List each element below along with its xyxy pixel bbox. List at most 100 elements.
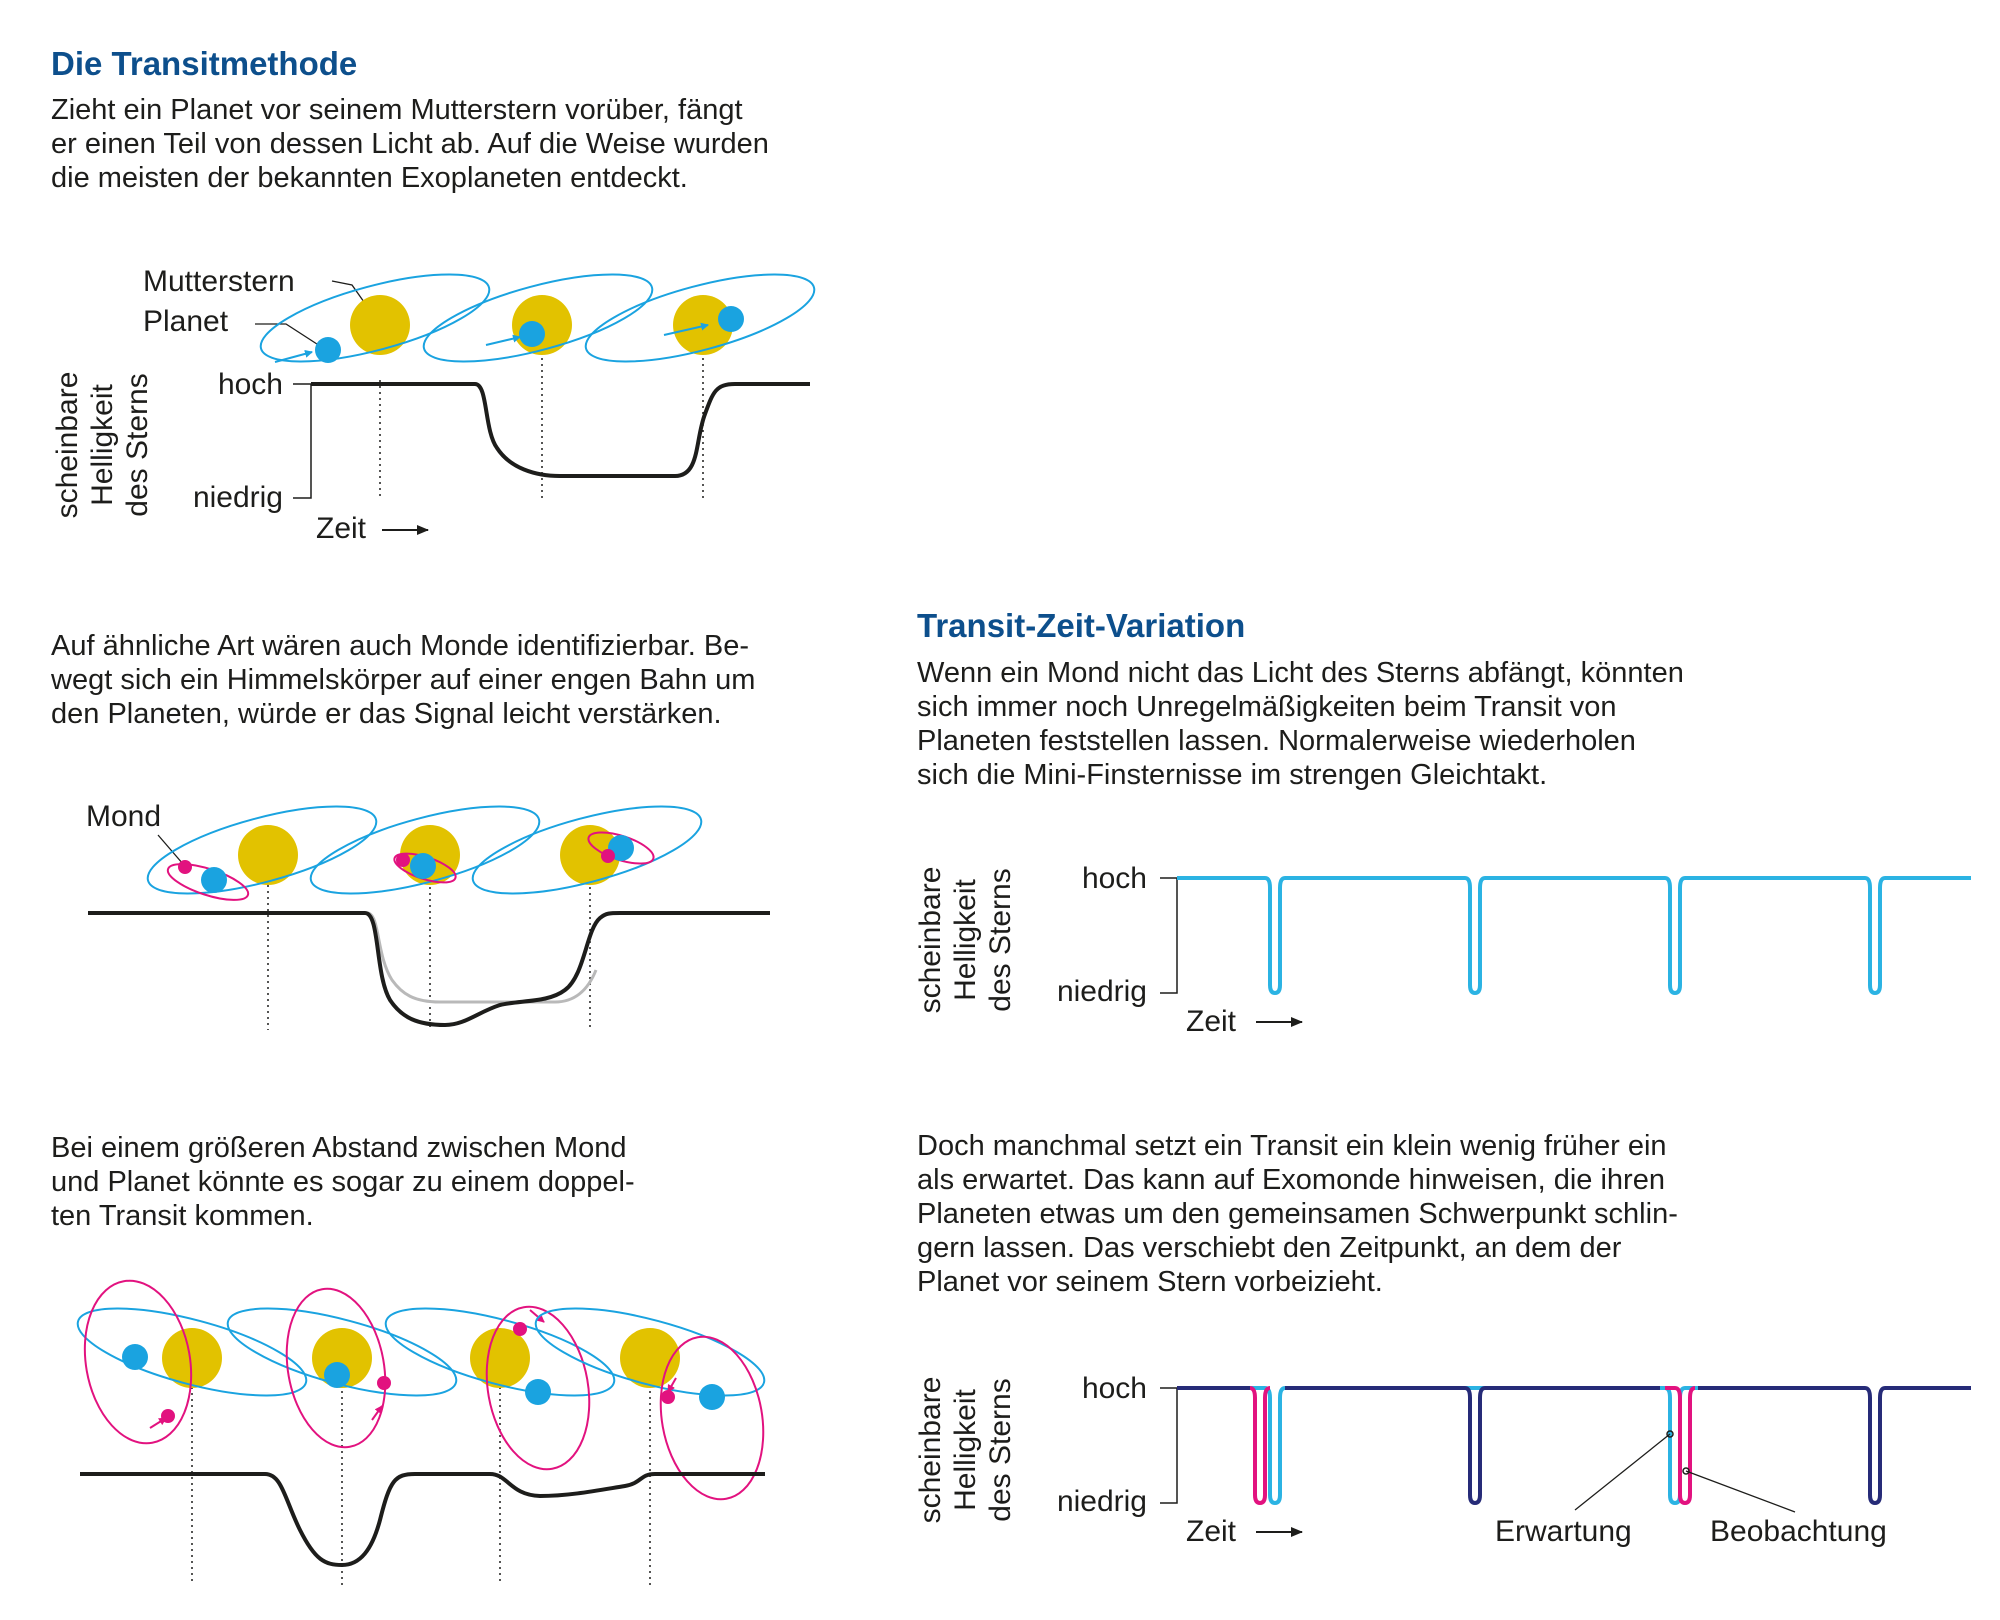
light-curve-1 [311, 382, 810, 478]
reference-curve [366, 911, 598, 1004]
ylabel-line2: Helligkeit [949, 878, 982, 1000]
orbit [422, 273, 654, 363]
moon-system-3 [471, 805, 703, 895]
moon-system-2 [309, 805, 541, 895]
moon-orbit [659, 1335, 765, 1501]
observed-curve-2 [1285, 1386, 1660, 1506]
axis-bracket [293, 383, 312, 499]
leader-expected [1574, 1433, 1671, 1511]
leader-planet [255, 323, 321, 347]
label-low: niedrig [1057, 1485, 1147, 1518]
observed-curve-4 [1698, 1386, 1971, 1506]
ylabel-line1: scheinbare [51, 372, 84, 519]
orbit [384, 1307, 616, 1397]
label-star: Mutterstern [143, 265, 295, 298]
callout-dot-observed [1682, 1467, 1690, 1475]
moon [161, 1409, 175, 1423]
label-low: niedrig [193, 481, 283, 514]
ttv-text-1: Wenn ein Mond nicht das Licht des Sterns… [917, 657, 1684, 791]
orbit [534, 1307, 766, 1397]
planet [718, 306, 744, 332]
axis-label-brightness-3: scheinbare Helligkeit des Sterns [914, 1377, 1017, 1524]
label-time: Zeit [316, 512, 367, 545]
regular-transit-curve [1177, 876, 1971, 996]
leader-star [331, 280, 365, 303]
light-curve-2 [88, 911, 770, 1028]
axis-label-brightness-2: scheinbare Helligkeit des Sterns [914, 867, 1017, 1014]
moon-orbit [485, 1305, 591, 1471]
label-observed: Beobachtung [1710, 1515, 1887, 1548]
star [512, 295, 572, 355]
orbit [584, 273, 816, 363]
title-transitmethode: Die Transitmethode [51, 45, 358, 82]
label-planet: Planet [143, 305, 229, 338]
planet [410, 853, 436, 879]
planet [699, 1384, 725, 1410]
diagram-moons: Mond [86, 800, 770, 1030]
ylabel-line1: scheinbare [914, 867, 947, 1014]
double-system-3 [384, 1305, 616, 1471]
moon [178, 860, 192, 874]
double-transit-text: Bei einem größeren Abstand zwischen Mond… [51, 1132, 635, 1232]
ylabel-line2: Helligkeit [86, 383, 119, 505]
light-curve-3 [80, 1472, 765, 1568]
moon [513, 1322, 527, 1336]
double-system-2 [226, 1287, 458, 1449]
observed-curve-late-3 [1665, 1386, 1696, 1506]
orbit-arrow [274, 349, 313, 363]
planet [122, 1344, 148, 1370]
planet [324, 1362, 350, 1388]
planet [525, 1379, 551, 1405]
planet [315, 337, 341, 363]
ylabel-line3: des Sterns [121, 373, 154, 516]
system-3 [584, 273, 816, 363]
ylabel-line3: des Sterns [984, 1378, 1017, 1521]
system-2 [422, 273, 654, 363]
diagram-double-transit [76, 1279, 766, 1585]
double-system-4 [534, 1307, 766, 1501]
moon [661, 1390, 675, 1404]
moon [396, 853, 410, 867]
label-moon: Mond [86, 800, 161, 833]
diagram-transit-method: scheinbare Helligkeit des Sterns hoch ni… [51, 265, 816, 545]
star [350, 295, 410, 355]
ylabel-line1: scheinbare [914, 1377, 947, 1524]
observed-curve-early-1 [1240, 1386, 1271, 1506]
label-low: niedrig [1057, 975, 1147, 1008]
moons-text: Auf ähnliche Art wären auch Monde identi… [51, 630, 756, 730]
moon [377, 1376, 391, 1390]
planet [201, 867, 227, 893]
title-ttv: Transit-Zeit-Variation [917, 607, 1246, 644]
callout-dot-expected [1666, 1430, 1674, 1438]
moon-arrow [371, 1405, 383, 1421]
ylabel-line3: des Sterns [984, 868, 1017, 1011]
axis-bracket [1160, 1387, 1178, 1504]
label-high: hoch [218, 368, 283, 401]
axis-label-brightness-1: scheinbare Helligkeit des Sterns [51, 372, 154, 519]
orbit-arrow [663, 322, 709, 336]
intro-text: Zieht ein Planet vor seinem Mutterstern … [51, 94, 769, 194]
moon [601, 849, 615, 863]
orbit [471, 805, 703, 895]
label-time: Zeit [1186, 1515, 1237, 1548]
label-expected: Erwartung [1495, 1515, 1632, 1548]
diagram-ttv: scheinbare Helligkeit des Sterns hoch ni… [914, 1372, 1971, 1548]
double-system-1 [76, 1279, 308, 1445]
orbit-arrow [485, 334, 521, 346]
star [238, 825, 298, 885]
diagram-regular-transits: scheinbare Helligkeit des Sterns hoch ni… [914, 862, 1971, 1038]
orbit [76, 1307, 308, 1397]
moon-orbit [285, 1287, 387, 1449]
label-high: hoch [1082, 1372, 1147, 1405]
ttv-text-2: Doch manchmal setzt ein Transit ein klei… [917, 1130, 1678, 1298]
axis-bracket [1160, 877, 1178, 994]
system-1 [259, 273, 491, 363]
ylabel-line2: Helligkeit [949, 1388, 982, 1510]
moon-system-1 [146, 805, 378, 901]
orbit [146, 805, 378, 895]
moon-arrow [529, 1309, 545, 1323]
label-high: hoch [1082, 862, 1147, 895]
star [560, 825, 620, 885]
leader-moon [157, 834, 184, 865]
